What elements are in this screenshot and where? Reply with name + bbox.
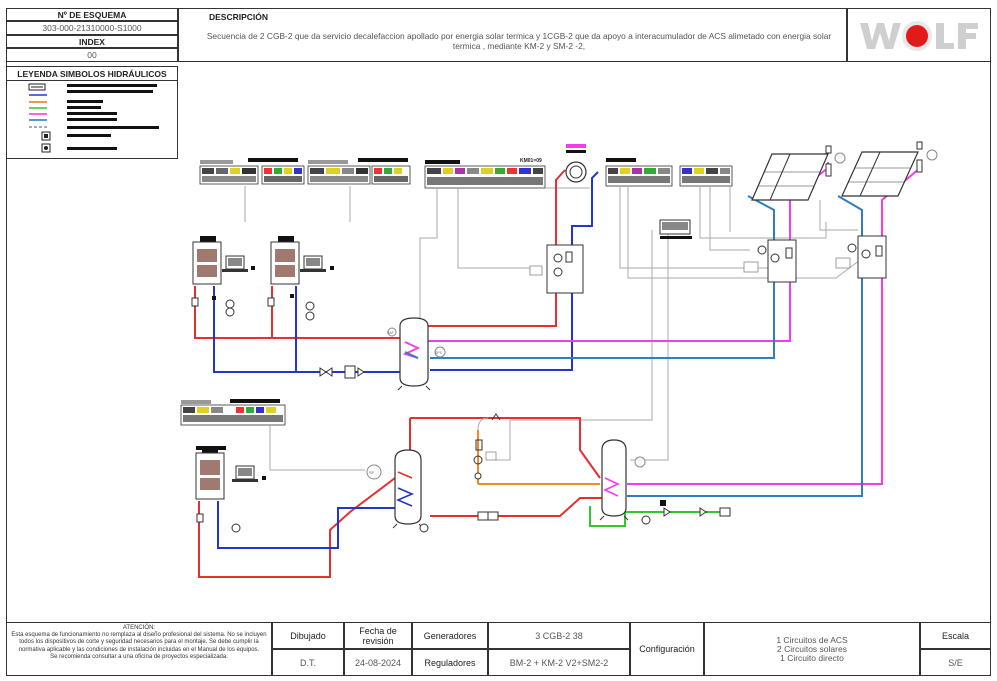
schema-label-cell: Nº DE ESQUEMA bbox=[6, 8, 178, 21]
dhw-tank-right bbox=[599, 439, 629, 521]
revision-value: 24-08-2024 bbox=[354, 657, 402, 668]
controller-module-bm2-1 bbox=[199, 160, 259, 185]
steel-blue-pipes bbox=[430, 195, 863, 497]
solar-station-2 bbox=[835, 235, 887, 279]
buffer-tank-upper bbox=[397, 317, 431, 391]
regulators-value-cell: BM-2 + KM-2 V2+SM2-2 bbox=[488, 649, 630, 676]
revision-label-cell: Fecha de revisión bbox=[344, 622, 412, 649]
scale-label-cell: Escala bbox=[920, 622, 991, 649]
index-label: INDEX bbox=[79, 36, 105, 47]
label-bars bbox=[196, 219, 692, 506]
scale-value: S/E bbox=[948, 657, 963, 668]
logo-cell bbox=[847, 8, 991, 62]
generators-value-cell: 3 CGB-2 38 bbox=[488, 622, 630, 649]
legend-symbols bbox=[28, 83, 159, 153]
controller-module-3 bbox=[307, 160, 371, 185]
drawn-label: Dibujado bbox=[290, 630, 326, 641]
sensors: SAF SPS SF bbox=[366, 327, 646, 480]
regulators-value: BM-2 + KM-2 V2+SM2-2 bbox=[509, 657, 609, 668]
legend-title: LEYENDA SIMBOLOS HIDRÁULICOS bbox=[7, 67, 177, 81]
sensor-saf-label: SAF bbox=[387, 331, 394, 335]
wolf-logo bbox=[854, 13, 984, 57]
green-pipes bbox=[589, 506, 720, 527]
controller-module-sm2-1 bbox=[605, 158, 673, 187]
generators-label: Generadores bbox=[423, 630, 477, 641]
index-label-cell: INDEX bbox=[6, 35, 178, 48]
index-value-cell: 00 bbox=[6, 48, 178, 62]
config-line-1: 1 Circuitos de ACS bbox=[776, 634, 848, 645]
config-label: Configuración bbox=[639, 644, 695, 654]
schema-number: 303-000-21310000-S1000 bbox=[42, 23, 142, 33]
signal-lines bbox=[244, 186, 861, 471]
drawn-value: D.T. bbox=[299, 657, 316, 668]
heat-exchanger-unit bbox=[529, 244, 584, 294]
index-value: 00 bbox=[87, 50, 97, 60]
controller-module-left bbox=[180, 399, 286, 426]
schema-number-cell: 303-000-21310000-S1000 bbox=[6, 21, 178, 35]
revision-value-cell: 24-08-2024 bbox=[344, 649, 412, 676]
valves-and-pumps bbox=[191, 159, 923, 533]
attention-cell: ATENCIÓN: Esta esquema de funcionamiento… bbox=[6, 622, 272, 676]
drawn-label-cell: Dibujado bbox=[272, 622, 344, 649]
regulators-label: Reguladores bbox=[424, 657, 476, 668]
generators-value: 3 CGB-2 38 bbox=[535, 630, 583, 641]
controller-module-2 bbox=[248, 158, 305, 185]
config-label-cell: Configuración bbox=[630, 622, 704, 676]
generators-label-cell: Generadores bbox=[412, 622, 488, 649]
config-line-3: 1 Circuito directo bbox=[780, 652, 844, 663]
solar-collector-2 bbox=[841, 141, 938, 197]
scale-value-cell: S/E bbox=[920, 649, 991, 676]
attention-text: Esta esquema de funcionamiento no rempla… bbox=[11, 632, 267, 653]
boiler-2 bbox=[270, 236, 334, 285]
schema-label: Nº DE ESQUEMA bbox=[57, 9, 127, 20]
boiler-1 bbox=[192, 236, 255, 285]
hydraulic-separator bbox=[565, 144, 587, 183]
config-lines-cell: 1 Circuitos de ACS 2 Circuitos solares 1… bbox=[704, 622, 920, 676]
controller-module-sm2-2 bbox=[679, 165, 733, 187]
config-line-2: 2 Circuitos solares bbox=[777, 643, 847, 654]
description-text: Secuencia de 2 CGB-2 que da servicio dec… bbox=[206, 31, 832, 51]
attention-note: Se recomienda consultar a una oficina de… bbox=[50, 653, 228, 660]
sensor-sf-label: SF bbox=[369, 470, 375, 475]
revision-label: Fecha de revisión bbox=[359, 625, 397, 646]
attention-title: ATENCIÓN: bbox=[122, 625, 156, 631]
legend-box: LEYENDA SIMBOLOS HIDRÁULICOS bbox=[6, 66, 178, 159]
dhw-tank-left bbox=[392, 449, 424, 529]
drawn-value-cell: D.T. bbox=[272, 649, 344, 676]
mixing-group bbox=[473, 413, 501, 465]
solar-station-1 bbox=[743, 239, 797, 283]
boiler-3 bbox=[195, 447, 266, 500]
regulators-label-cell: Reguladores bbox=[412, 649, 488, 676]
scale-label: Escala bbox=[941, 630, 969, 641]
description-label: DESCRIPCIÓN bbox=[209, 12, 269, 22]
description-cell: DESCRIPCIÓN Secuencia de 2 CGB-2 que da … bbox=[178, 8, 847, 62]
controller-module-km2: KM01=09 bbox=[424, 158, 546, 189]
solar-collector-1 bbox=[751, 145, 846, 201]
km-label: KM01=09 bbox=[520, 158, 542, 164]
blue-pipes bbox=[213, 171, 599, 549]
controller-module-4 bbox=[358, 158, 411, 185]
sensor-sps-label: SPS bbox=[435, 351, 443, 355]
